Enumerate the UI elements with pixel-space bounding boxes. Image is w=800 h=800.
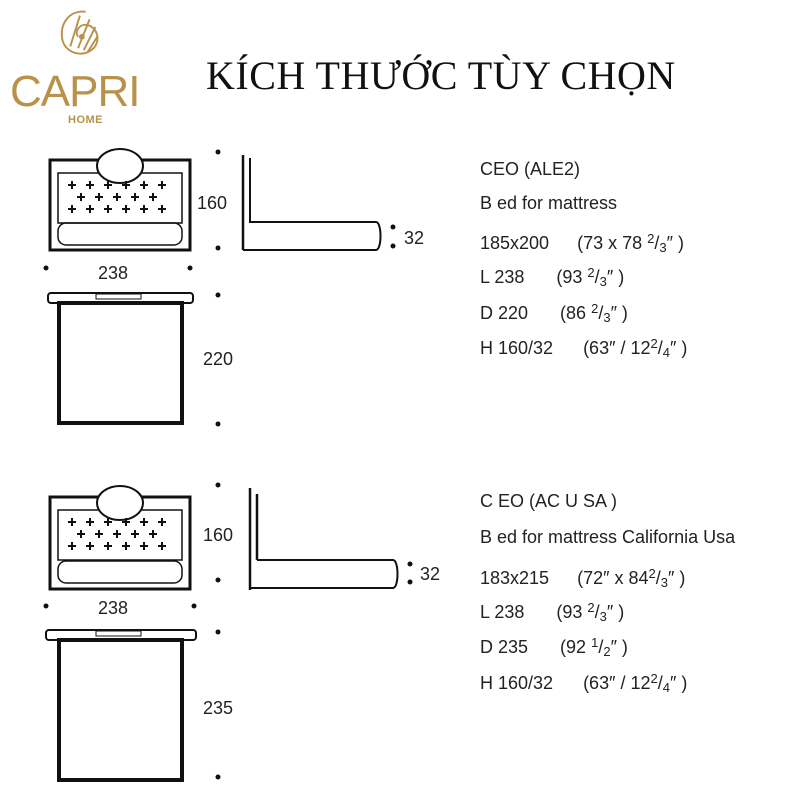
- brand-logo-text: CAPRI: [10, 67, 140, 116]
- bed2-depth-line: D 235(92 1/2″ ): [480, 635, 628, 659]
- brand-logo-subtext: HOME: [68, 114, 103, 126]
- bed2-length-line: L 238(93 2/3″ ): [480, 600, 625, 624]
- bed1-front-view: [48, 148, 192, 252]
- page-title: KÍCH THƯỚC TÙY CHỌN: [206, 53, 676, 98]
- bed2-top-view: [45, 629, 197, 782]
- bed2-low-height-label: 32: [420, 564, 441, 584]
- bed1-size-line: 185x200(73 x 78 2/3″ ): [480, 231, 684, 255]
- bed1-height-line: H 160/32(63″ / 122/4″ ): [480, 336, 688, 360]
- bed1-top-view: [47, 292, 194, 425]
- bed2-depth-label: 235: [203, 698, 234, 718]
- bed1-side-view: [241, 155, 382, 251]
- bed1-description: B ed for mattress: [480, 193, 618, 213]
- bed2-size-line: 183x215(72″ x 842/3″ ): [480, 566, 686, 590]
- bed2-length-label: 238: [98, 598, 129, 618]
- dimension-dots: [43, 149, 413, 780]
- bed2-height-line: H 160/32(63″ / 122/4″ ): [480, 671, 688, 695]
- bed1-low-height-label: 32: [404, 228, 425, 248]
- bed1-depth-label: 220: [203, 349, 234, 369]
- bed1-height-label: 160: [197, 193, 228, 213]
- quilted-headboard-pattern: [68, 181, 166, 550]
- bed2-description: B ed for mattress California Usa: [480, 527, 736, 547]
- bed2-side-view: [248, 488, 399, 590]
- bed1-depth-line: D 220(86 2/3″ ): [480, 301, 628, 325]
- bed2-height-label: 160: [203, 525, 234, 545]
- bed2-model: C EO (AC U SA ): [480, 491, 618, 511]
- bed2-front-view: [48, 485, 192, 591]
- nautilus-shell-icon: [60, 10, 99, 55]
- bed1-model: CEO (ALE2): [480, 159, 581, 179]
- bed1-length-line: L 238(93 2/3″ ): [480, 265, 625, 289]
- bed1-length-label: 238: [98, 263, 129, 283]
